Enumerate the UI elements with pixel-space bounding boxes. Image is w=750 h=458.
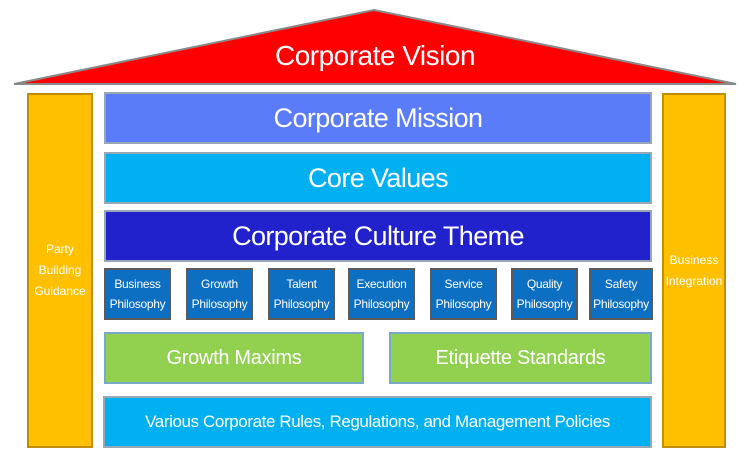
philosophy-box-growth: Growth Philosophy	[186, 268, 253, 320]
left-pillar-line-1: Party	[45, 242, 74, 256]
philosophy-box-business: Business Philosophy	[104, 268, 171, 320]
philosophy-box-quality: Quality Philosophy	[511, 268, 578, 320]
right-pillar-text: Business Integration	[666, 250, 723, 292]
etiquette-standards-box: Etiquette Standards	[389, 332, 652, 384]
philosophy-line-2: Philosophy	[516, 297, 573, 311]
left-pillar-line-3: Guidance	[34, 284, 86, 298]
rules-regulations-base: Various Corporate Rules, Regulations, an…	[103, 396, 652, 448]
philosophy-box-safety: Safety Philosophy	[589, 268, 653, 320]
philosophy-line-1: Talent	[286, 277, 317, 291]
growth-maxims-box: Growth Maxims	[104, 332, 364, 384]
roof-shape	[13, 8, 737, 85]
philosophy-line-2: Philosophy	[435, 297, 492, 311]
philosophy-line-1: Service	[444, 277, 483, 291]
philosophy-line-2: Philosophy	[593, 297, 649, 311]
right-pillar-line-2: Integration	[665, 273, 723, 288]
philosophy-line-1: Business	[114, 277, 161, 291]
philosophy-box-talent: Talent Philosophy	[268, 268, 335, 320]
philosophy-line-1: Growth	[201, 277, 238, 291]
philosophy-line-2: Philosophy	[191, 297, 248, 311]
left-pillar: Party Building Guidance	[27, 93, 93, 448]
corporate-vision-label: Corporate Vision	[274, 40, 476, 71]
philosophy-box-service: Service Philosophy	[430, 268, 497, 320]
left-pillar-line-2: Building	[38, 263, 82, 277]
philosophy-line-1: Quality	[526, 277, 563, 291]
philosophy-line-1: Safety	[604, 277, 638, 291]
corporate-mission-band: Corporate Mission	[104, 92, 652, 144]
right-pillar: Business Integration	[662, 93, 726, 448]
left-pillar-text: Party Building Guidance	[34, 239, 85, 302]
philosophy-line-2: Philosophy	[273, 297, 330, 311]
philosophy-line-2: Philosophy	[109, 297, 166, 311]
philosophy-line-2: Philosophy	[353, 297, 410, 311]
right-pillar-line-1: Business	[669, 252, 719, 267]
core-values-band: Core Values	[104, 152, 652, 204]
roof	[13, 8, 737, 85]
culture-theme-band: Corporate Culture Theme	[104, 210, 652, 262]
philosophy-line-1: Execution	[356, 277, 407, 291]
philosophy-box-execution: Execution Philosophy	[348, 268, 415, 320]
